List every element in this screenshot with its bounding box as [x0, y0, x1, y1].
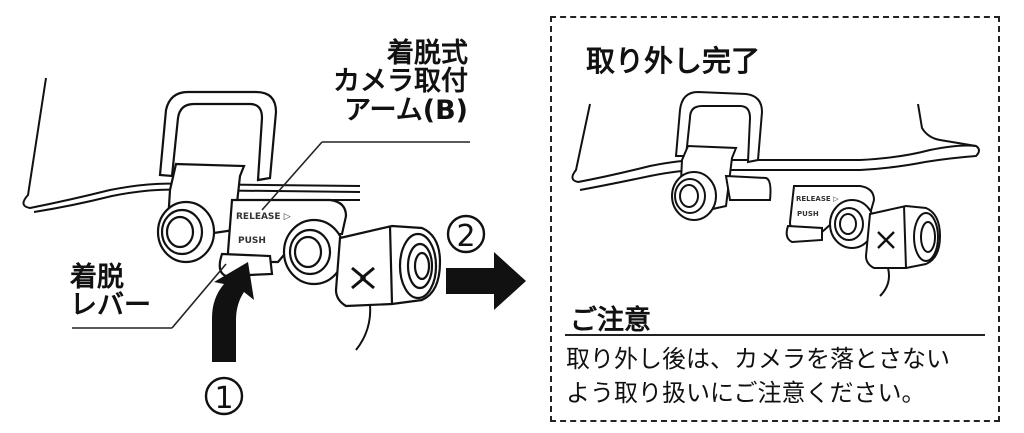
- callout-leader-lever: [72, 263, 227, 329]
- callout-label-camera-arm: 着脱式 カメラ取付 アーム(B): [322, 38, 468, 126]
- camera-cable-right: [879, 267, 890, 297]
- callout-label-lever: 着脱 レバー: [70, 262, 151, 322]
- callout-arm-line-2: カメラ取付: [333, 66, 468, 98]
- notice-line-1: 取り外し後は、カメラを落とさない: [566, 345, 950, 373]
- callout-lever-line-2: レバー: [70, 290, 151, 322]
- camera-head-right: [864, 204, 942, 269]
- removal-complete-panel: [550, 16, 1000, 422]
- panel-title: 取り外し完了: [586, 44, 761, 78]
- callout-arm-line-3: アーム(B): [344, 94, 468, 126]
- knob-left: [156, 200, 216, 264]
- notice-title: ご注意: [570, 305, 651, 336]
- knob-mount-right: [671, 171, 717, 221]
- callout-leader-arm: [261, 141, 470, 211]
- arrow-right-icon: [446, 252, 526, 310]
- release-marking: RELEASE ▷: [236, 212, 291, 222]
- camera-cable-left: [355, 303, 372, 351]
- callout-arm-line-1: 着脱式: [387, 38, 468, 69]
- arrow-up-curved-icon: [212, 262, 254, 362]
- knob-right: [282, 218, 346, 286]
- step2-circle: [446, 214, 486, 254]
- knob-camera-right: [829, 199, 875, 249]
- step1-circle: [204, 376, 244, 416]
- callout-lever-line-1: 着脱: [70, 262, 124, 293]
- push-marking-right: PUSH: [797, 210, 819, 218]
- notice-body: 取り外し後は、カメラを落とさない よう取り扱いにご注意ください。: [566, 342, 950, 410]
- notice-line-2: よう取り扱いにご注意ください。: [566, 379, 926, 407]
- push-marking: PUSH: [238, 236, 266, 246]
- camera-head-left: [334, 224, 442, 308]
- release-marking-right: RELEASE ▷: [796, 195, 839, 203]
- notice-divider: [565, 334, 985, 336]
